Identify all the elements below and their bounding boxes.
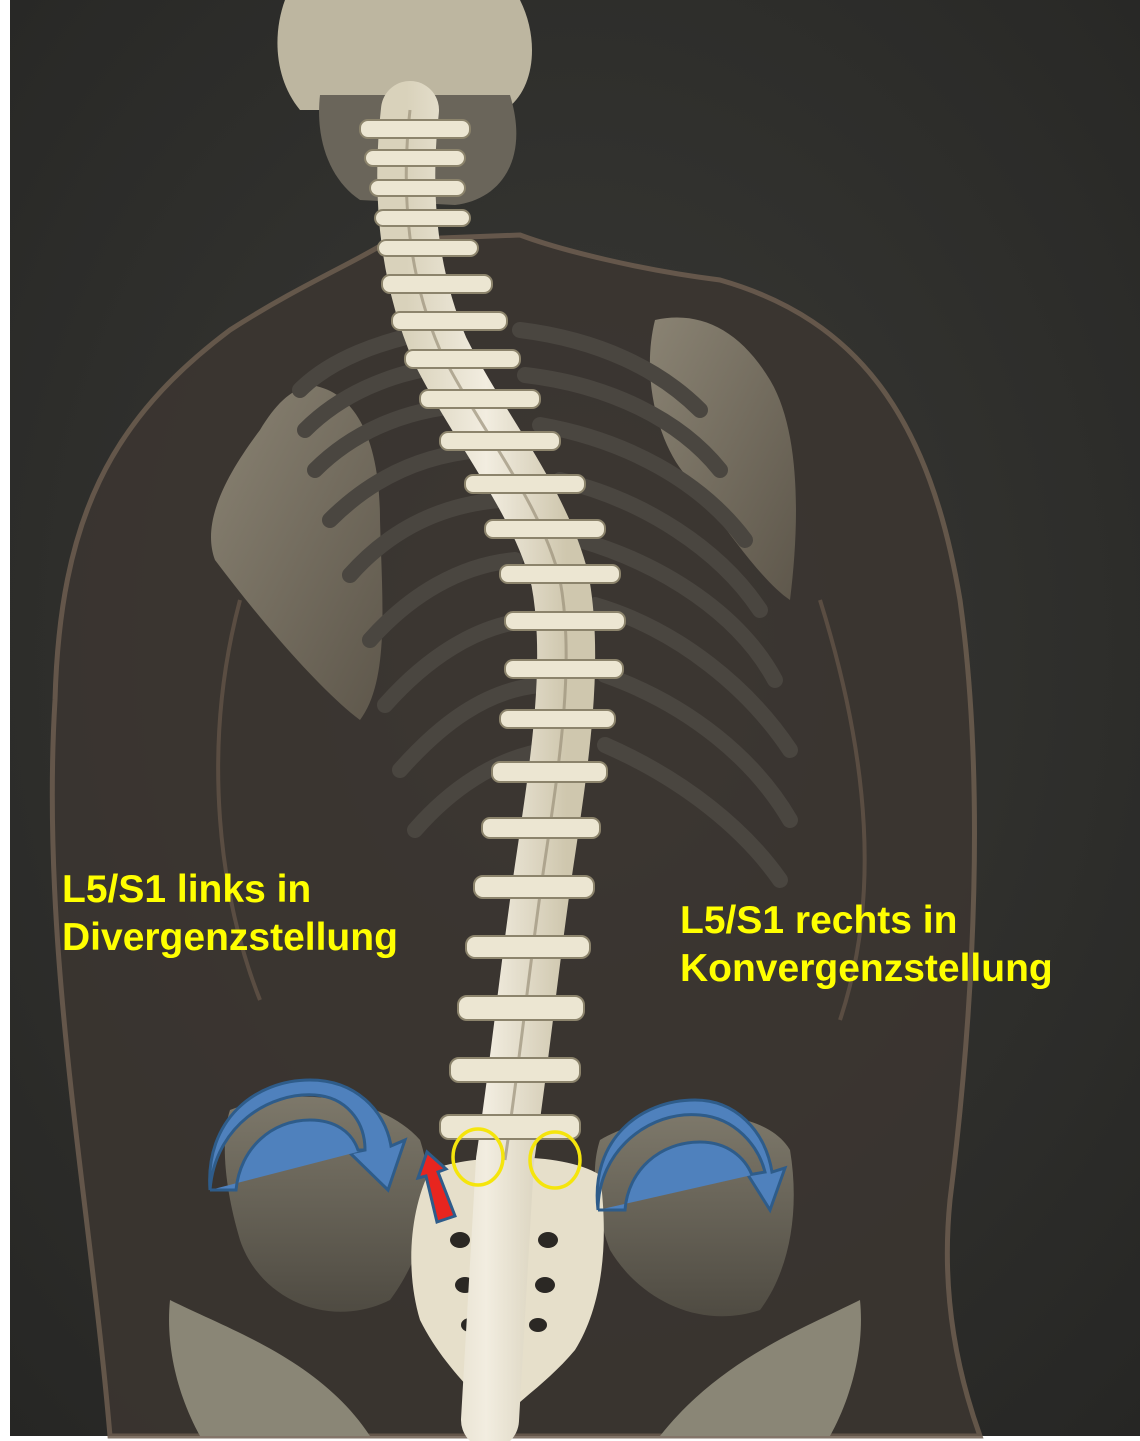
- right-annotation-line2: Konvergenzstellung: [680, 945, 1053, 993]
- right-annotation-label: L5/S1 rechts in Konvergenzstellung: [680, 897, 1053, 993]
- left-annotation-line1: L5/S1 links in: [62, 866, 398, 914]
- right-annotation-line1: L5/S1 rechts in: [680, 897, 1053, 945]
- left-annotation-label: L5/S1 links in Divergenzstellung: [62, 866, 398, 962]
- left-annotation-line2: Divergenzstellung: [62, 914, 398, 962]
